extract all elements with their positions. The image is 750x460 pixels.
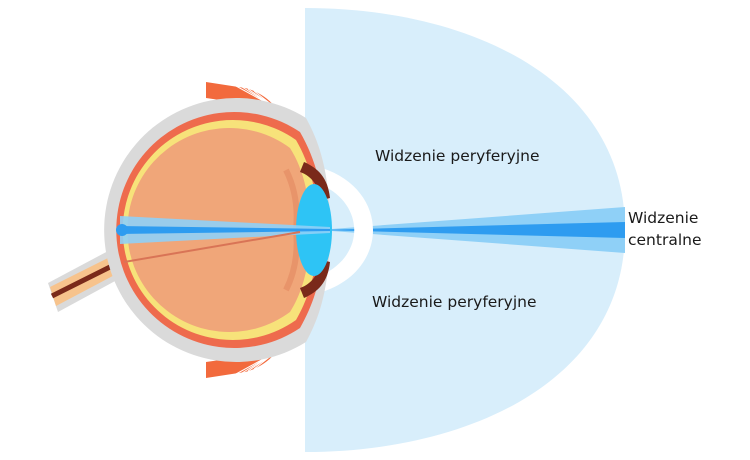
central-vision-beam-inner xyxy=(318,222,625,238)
central-beam-in-eye-inner xyxy=(120,226,330,234)
cornea xyxy=(322,168,373,292)
optic-axis-line xyxy=(123,231,301,263)
label-central-vision-line1: Widzenie xyxy=(628,209,698,227)
label-peripheral-vision-bottom: Widzenie peryferyjne xyxy=(372,293,537,311)
optic-nerve xyxy=(48,250,128,312)
fovea-point xyxy=(116,224,128,236)
label-central-vision-line2: centralne xyxy=(628,231,702,249)
label-peripheral-vision-top: Widzenie peryferyjne xyxy=(375,147,540,165)
